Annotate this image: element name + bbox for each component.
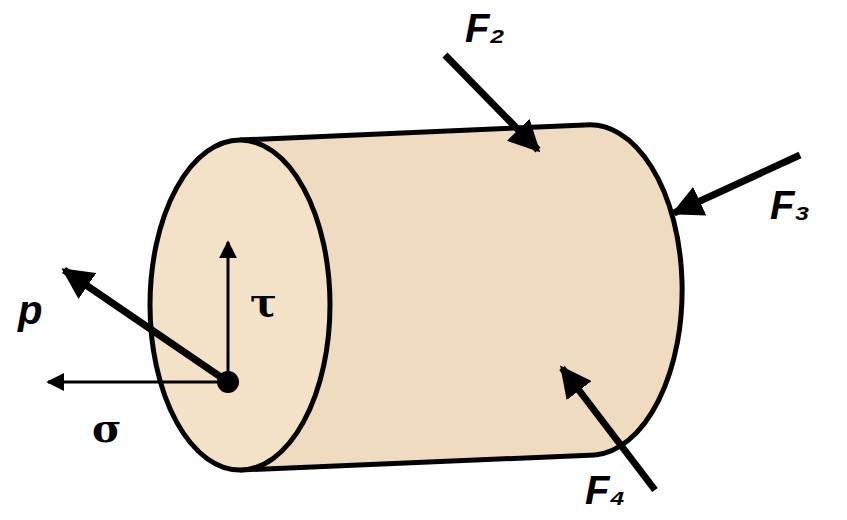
vector-label: σ — [92, 408, 122, 448]
sigma-arrow — [48, 381, 228, 384]
cut-face — [150, 140, 330, 470]
vector-label: τ — [250, 282, 277, 322]
cylinder-top-edge — [240, 125, 585, 140]
point — [217, 371, 239, 393]
p-arrow — [64, 270, 228, 382]
cylinder-right-end — [585, 125, 682, 455]
force-label: F₃ — [770, 185, 810, 225]
force-label: F₂ — [465, 8, 505, 48]
cylinder-bottom-edge — [240, 455, 595, 470]
force-label: F₄ — [585, 470, 625, 510]
force-arrow — [445, 55, 538, 150]
vector-label: p — [18, 290, 42, 330]
tau-arrow — [227, 242, 230, 382]
